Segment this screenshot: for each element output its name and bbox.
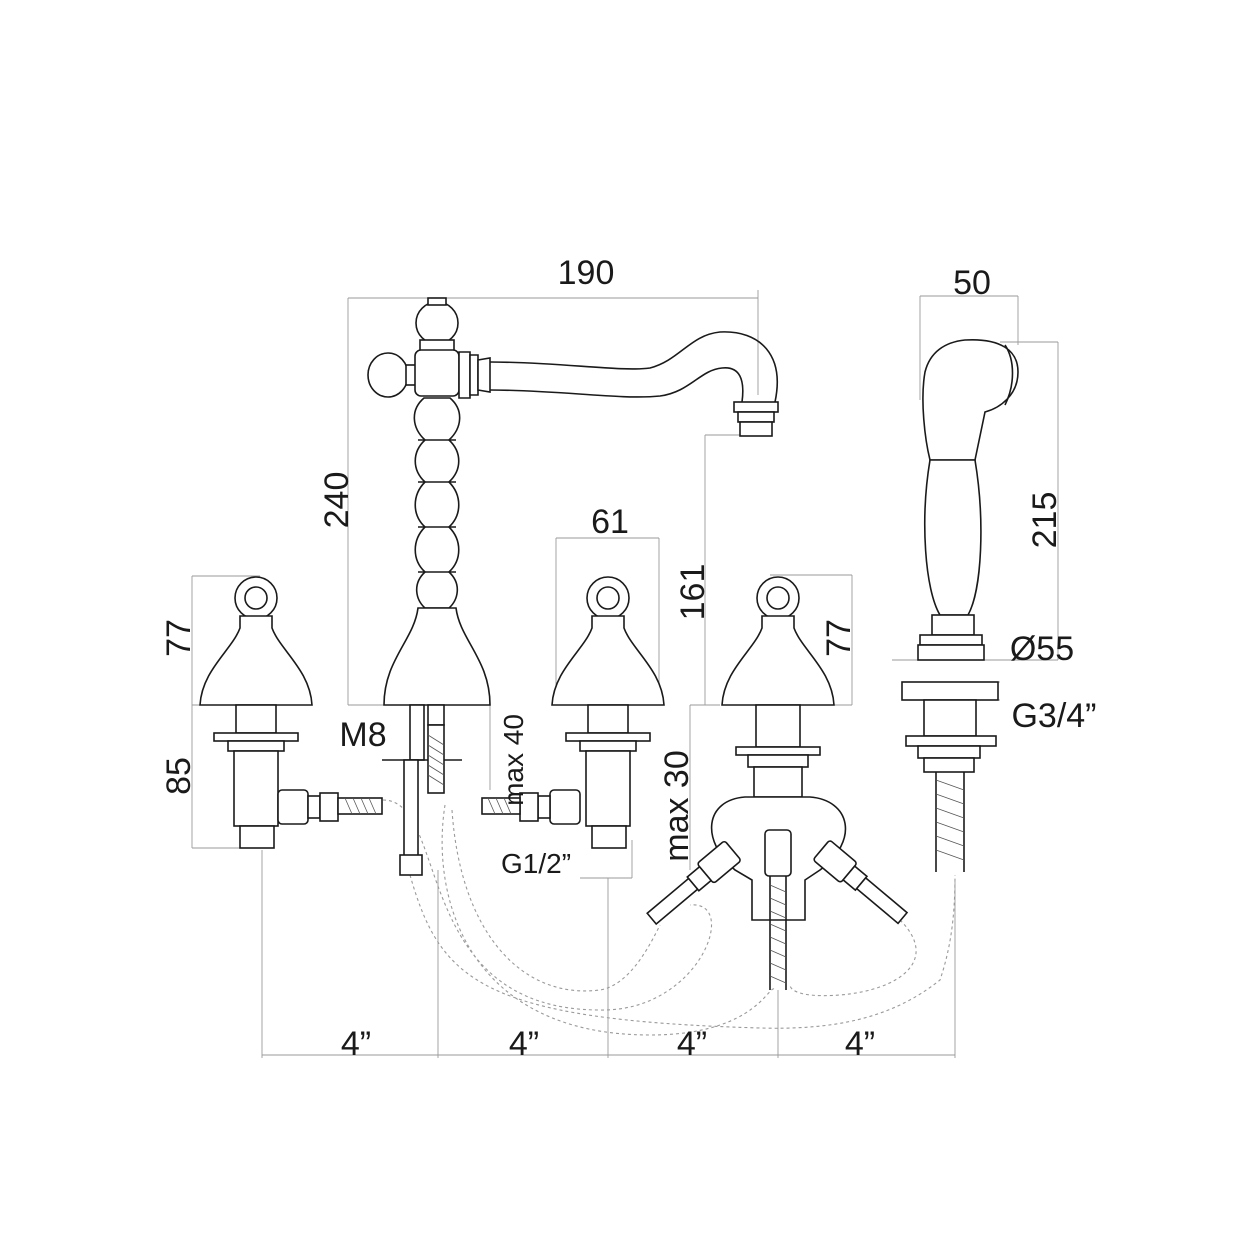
- label-right-handle-height: 77: [820, 619, 858, 657]
- label-max-30: max 30: [658, 750, 696, 862]
- label-spacing-3: 4”: [677, 1025, 707, 1063]
- label-diameter-55: Ø55: [1010, 630, 1074, 668]
- label-spacing-4: 4”: [845, 1025, 875, 1063]
- label-thread-m8: M8: [339, 716, 386, 754]
- label-g-half-inch: G1/2”: [501, 848, 571, 879]
- label-outlet-height: 161: [674, 564, 712, 621]
- right-diverter-valve: [646, 576, 909, 990]
- left-valve: [199, 576, 383, 849]
- middle-valve: [481, 576, 665, 849]
- label-valve-width: 61: [591, 503, 629, 541]
- connection-hoses: [382, 799, 956, 1036]
- label-shank-length: 85: [160, 757, 198, 795]
- label-spacing-2: 4”: [509, 1025, 539, 1063]
- label-spout-reach: 190: [558, 254, 615, 292]
- label-spout-height: 240: [318, 472, 356, 529]
- label-spacing-1: 4”: [341, 1025, 371, 1063]
- label-max-40: max 40: [498, 714, 529, 806]
- label-handshower-height: 215: [1026, 492, 1064, 549]
- spout: [367, 297, 779, 876]
- label-handshower-width: 50: [953, 264, 991, 302]
- label-left-handle-height: 77: [160, 619, 198, 657]
- label-g-three-quarter: G3/4”: [1011, 697, 1096, 735]
- handshower: [901, 339, 1019, 872]
- dimension-labels: 190 50 61 240 215 161 77 77 85 M8 max 40…: [160, 254, 1097, 1063]
